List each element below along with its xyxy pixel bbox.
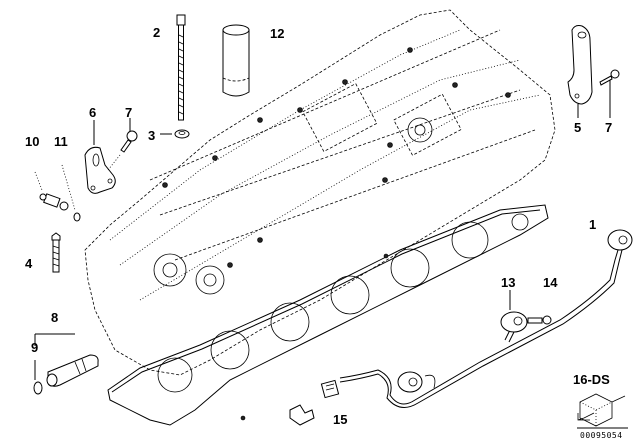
o-ring-small[interactable]: [61, 164, 81, 222]
bracket-left[interactable]: [84, 120, 116, 194]
callout-12[interactable]: 12: [270, 26, 285, 41]
callout-13[interactable]: 13: [501, 275, 516, 290]
sleeve[interactable]: [222, 24, 250, 97]
callout-9[interactable]: 9: [31, 340, 39, 355]
callout-16-ds[interactable]: 16-DS: [573, 372, 610, 387]
solenoid-valve[interactable]: [33, 333, 99, 395]
callout-1[interactable]: 1: [589, 217, 597, 232]
head-bolt[interactable]: [176, 14, 186, 121]
sensor-bolt[interactable]: [527, 315, 552, 325]
bolt-right[interactable]: [599, 69, 620, 118]
callout-2[interactable]: 2: [153, 25, 161, 40]
callout-5[interactable]: 5: [574, 120, 582, 135]
callout-15[interactable]: 15: [333, 412, 348, 427]
knock-sensor-harness[interactable]: [320, 229, 633, 408]
head-gasket[interactable]: [107, 204, 549, 426]
stud-bolt[interactable]: [51, 232, 61, 273]
bracket-right[interactable]: [567, 25, 593, 119]
reference-code: 00095054: [580, 431, 623, 440]
clip[interactable]: [289, 404, 315, 426]
cube-symbol-icon: [577, 393, 628, 429]
callout-10[interactable]: 10: [25, 134, 40, 149]
callout-11[interactable]: 11: [54, 134, 68, 149]
washer[interactable]: [160, 129, 190, 139]
callout-7-right[interactable]: 7: [605, 120, 613, 135]
callout-4[interactable]: 4: [25, 256, 33, 271]
callout-14[interactable]: 14: [543, 275, 558, 290]
callout-3[interactable]: 3: [148, 128, 156, 143]
callout-7-left[interactable]: 7: [125, 105, 133, 120]
bolt-left[interactable]: [107, 118, 138, 171]
callout-6[interactable]: 6: [89, 105, 97, 120]
cylinder-head[interactable]: [84, 9, 556, 376]
sensor[interactable]: [34, 171, 69, 211]
callout-8[interactable]: 8: [51, 310, 59, 325]
